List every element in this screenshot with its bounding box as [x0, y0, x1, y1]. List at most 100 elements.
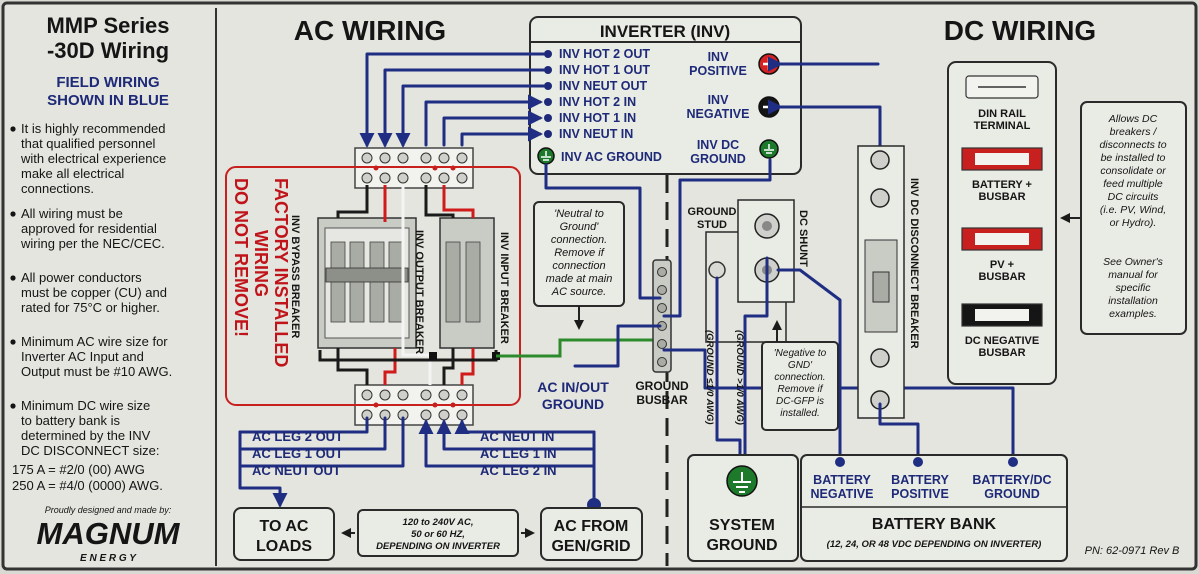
factory-installed-text: FACTORY INSTALLED	[271, 178, 291, 367]
bullet-3-line3: rated for 75°C or higher.	[21, 300, 160, 315]
label-ac-neut-in: AC NEUT IN	[480, 429, 554, 444]
negative-note-line5: DC-GFP is	[776, 396, 824, 407]
ground-le-label: (GROUND ≤1/0 AWG)	[704, 330, 715, 425]
ac-inout-ground-line1: AC IN/OUT	[537, 379, 609, 395]
ac-wiring-title: AC WIRING	[294, 15, 446, 46]
dc-neg-busbar-line1: DC NEGATIVE	[965, 335, 1039, 347]
dc-disconnect-top-lug	[870, 150, 890, 170]
ground-stud-icon	[708, 261, 726, 279]
field-wiring-line1: FIELD WIRING	[56, 74, 159, 91]
inverter-dc-terminals: INV POSITIVE INV NEGATIVE INV DC GROUND	[687, 50, 750, 166]
label-ac-leg2-in: AC LEG 2 IN	[480, 463, 557, 478]
wire-ac-leg2-in	[418, 419, 596, 468]
allows-note-line4: be installed to	[1101, 152, 1166, 164]
ac-out-legs: AC LEG 2 OUT AC LEG 1 OUT AC NEUT OUT	[238, 416, 405, 508]
wire-to-loads-bundle	[238, 430, 288, 508]
to-ac-loads-box	[233, 507, 335, 561]
factory-wire-k2	[424, 185, 455, 218]
factory-wire-neutral	[401, 185, 432, 385]
battery-negative-line2: NEGATIVE	[811, 487, 874, 501]
din-rail-line1: DIN RAIL	[978, 108, 1026, 120]
terminal-dot-neutout	[544, 82, 552, 90]
terminal-dot-hot1in	[544, 114, 552, 122]
terminal-inv-hot2-in: INV HOT 2 IN	[559, 95, 636, 109]
dc-disconnect-bottom-lug	[870, 348, 890, 368]
ac-from-gen-line2: GEN/GRID	[551, 538, 630, 555]
busbar-column: DIN RAIL TERMINAL BATTERY + BUSBAR PV + …	[947, 61, 1057, 385]
neutral-note-line2: Ground'	[560, 221, 600, 233]
battery-ground-line2: GROUND	[984, 487, 1040, 501]
bullet-2-line2: approved for residential	[21, 221, 157, 236]
battery-bank-subtitle: (12, 24, OR 48 VDC DEPENDING ON INVERTER…	[827, 539, 1042, 550]
dc-wiring-title: DC WIRING	[944, 15, 1096, 46]
awg-250: 250 A = #4/0 (0000) AWG.	[12, 478, 163, 493]
dc-disconnect-breaker: INV DC DISCONNECT BREAKER	[857, 145, 920, 464]
negative-note-line3: connection.	[774, 372, 825, 383]
bullet-5-line1: Minimum DC wire size	[21, 398, 150, 413]
wire-inv-neut-out	[395, 84, 546, 148]
negative-note-line6: installed.	[780, 408, 819, 419]
ground-busbar-line1: GROUND	[635, 379, 689, 393]
neutral-note-line1: 'Neutral to	[554, 208, 604, 220]
ac-bottom-boxes: TO AC LOADS 120 to 240V AC, 50 or 60 HZ,…	[233, 507, 643, 561]
allows-note-line10: See Owner's	[1103, 256, 1164, 268]
series-title-line1: MMP Series	[46, 13, 169, 38]
neutral-note-line4: Remove if	[554, 247, 604, 259]
factory-wire-k4	[442, 348, 455, 385]
factory-do-not-remove: DO NOT REMOVE!	[231, 178, 251, 337]
allows-note-line1: Allows DC	[1108, 113, 1158, 125]
allows-note-line12: specific	[1115, 282, 1151, 294]
ac-inout-ground-line2: GROUND	[542, 396, 604, 412]
allows-note-line14: examples.	[1109, 308, 1157, 320]
pv-pos-busbar-line2: BUSBAR	[978, 271, 1025, 283]
ac-spec-line1: 120 to 240V AC,	[403, 517, 474, 528]
terminal-dot-neutin	[544, 130, 552, 138]
magnum-logo-sub: E N E R G Y	[80, 553, 137, 564]
ground-busbar-line2: BUSBAR	[636, 393, 688, 407]
shunt-terminal-top-core	[762, 221, 772, 231]
bullet-1-line4: make all electrical	[21, 166, 124, 181]
battery-negative-line1: BATTERY	[813, 473, 871, 487]
bullet-4-line2: Inverter AC Input and	[21, 349, 144, 364]
proudly-designed: Proudly designed and made by:	[45, 505, 172, 515]
wire-inv-hot1-out	[377, 68, 546, 148]
dc-disconnect-label: INV DC DISCONNECT BREAKER	[908, 178, 920, 349]
wire-ac-neut-in	[454, 419, 596, 434]
battery-pos-busbar-line1: BATTERY +	[972, 179, 1032, 191]
dc-neg-busbar-strip	[975, 309, 1029, 321]
battery-positive-line1: BATTERY	[891, 473, 949, 487]
neutral-note-line6: made at main	[546, 273, 613, 285]
bullet-2-line3: wiring per the NEC/CEC.	[20, 236, 165, 251]
factory-wire-r2	[442, 185, 475, 218]
negative-note-box	[761, 341, 839, 431]
to-ac-loads-line2: LOADS	[256, 538, 312, 555]
pv-pos-busbar-strip	[975, 233, 1029, 245]
battery-ground-line1: BATTERY/DC	[972, 473, 1051, 487]
ac-in-legs: AC NEUT IN AC LEG 1 IN AC LEG 2 IN	[418, 419, 601, 512]
battery-bank-title: BATTERY BANK	[872, 516, 997, 533]
wire-inv-dc-ground	[662, 158, 772, 318]
bullet-1-dot	[10, 126, 16, 132]
bullet-1-line1: It is highly recommended	[21, 121, 166, 136]
inv-negative-line1: INV	[708, 93, 730, 107]
to-ac-loads-line1: TO AC	[260, 518, 309, 535]
allows-note-line11: manual for	[1108, 269, 1158, 281]
bullet-5-line4: DC DISCONNECT size:	[21, 443, 159, 458]
inverter-title: INVERTER (INV)	[600, 22, 730, 41]
ground-stud-line1: GROUND	[688, 206, 737, 218]
label-ac-leg1-in: AC LEG 1 IN	[480, 446, 557, 461]
wire-ac-leg2-out	[238, 416, 369, 434]
bullet-1-line3: with electrical experience	[20, 151, 166, 166]
neutral-note-line5: connection	[552, 260, 605, 272]
wire-ac-inout-ground	[573, 324, 662, 368]
din-rail-line2: TERMINAL	[974, 120, 1031, 132]
inv-dc-ground-line1: INV DC	[697, 138, 739, 152]
allows-note-line9: or Hydro).	[1110, 217, 1157, 229]
terminal-inv-hot1-out: INV HOT 1 OUT	[559, 63, 650, 77]
wire-inv-ac-ground	[544, 163, 662, 300]
bullet-1-line5: connections.	[21, 181, 94, 196]
bullet-3-line1: All power conductors	[21, 270, 142, 285]
ac-field-wires-top	[359, 52, 546, 148]
allows-note-box	[1080, 101, 1187, 335]
allows-note-line3: disconnects to	[1099, 139, 1166, 151]
